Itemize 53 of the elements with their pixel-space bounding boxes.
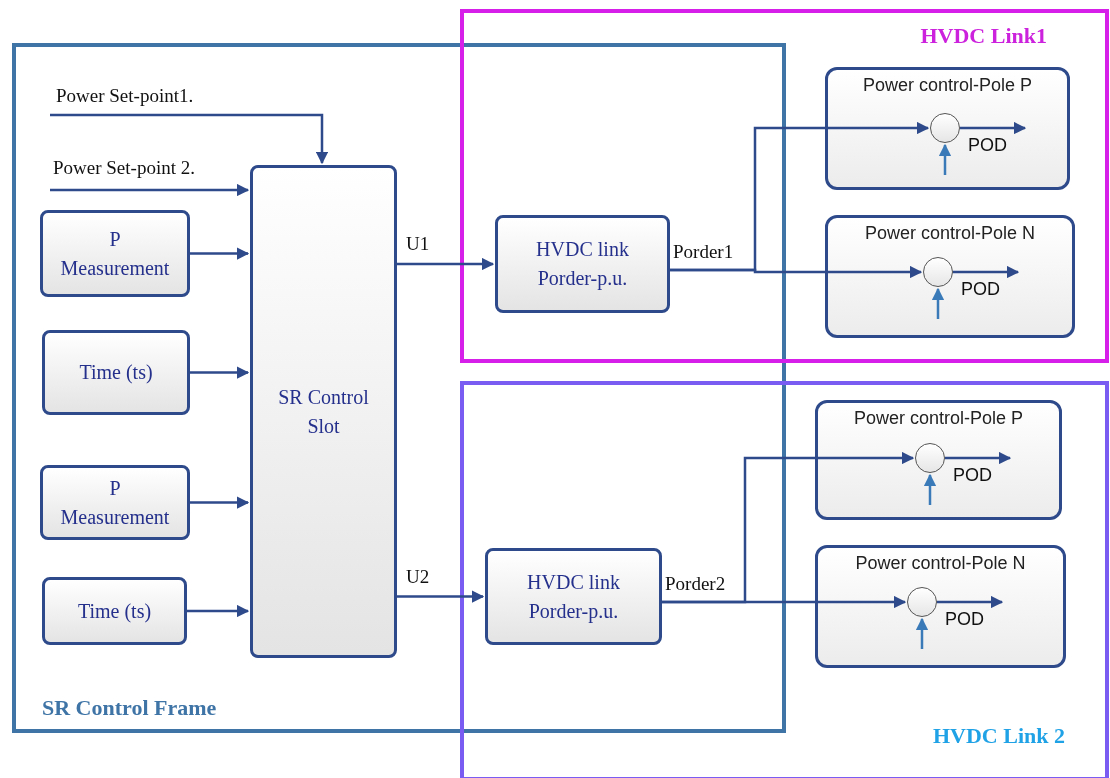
arrow bbox=[50, 113, 329, 165]
circle-junction bbox=[930, 113, 960, 143]
arrow bbox=[931, 287, 945, 319]
control-block bbox=[815, 545, 1066, 668]
arrow bbox=[397, 590, 485, 603]
block-title: Power control-Pole P bbox=[852, 407, 1025, 430]
arrow bbox=[923, 473, 937, 505]
control-block bbox=[825, 67, 1070, 190]
box-label: SR Control Slot bbox=[277, 384, 370, 439]
edge-label: POD bbox=[953, 464, 992, 487]
arrow bbox=[190, 366, 250, 379]
edge-label: POD bbox=[968, 134, 1007, 157]
arrow bbox=[960, 121, 1027, 135]
process-box bbox=[485, 548, 662, 645]
frame-title: HVDC Link1 bbox=[920, 25, 1047, 47]
box-label: P Measurement bbox=[59, 226, 171, 281]
process-box bbox=[42, 330, 190, 415]
arrow bbox=[915, 617, 929, 649]
arrow bbox=[662, 595, 907, 609]
circle-junction bbox=[915, 443, 945, 473]
box-label: HVDC link Porder-p.u. bbox=[526, 569, 621, 625]
frame-title: SR Control Frame bbox=[42, 697, 217, 719]
block-title: Power control-Pole N bbox=[863, 222, 1037, 245]
circle-junction bbox=[907, 587, 937, 617]
arrow bbox=[953, 265, 1020, 279]
arrow bbox=[397, 257, 495, 271]
edge-label: POD bbox=[961, 278, 1000, 301]
box-label: P Measurement bbox=[59, 475, 171, 530]
block-title: Power control-Pole P bbox=[861, 74, 1034, 97]
box-label: Time (ts) bbox=[77, 598, 152, 625]
process-box bbox=[495, 215, 670, 313]
arrow bbox=[190, 496, 250, 509]
process-box bbox=[250, 165, 397, 658]
box-label: Time (ts) bbox=[79, 360, 153, 386]
frame-title: HVDC Link 2 bbox=[932, 725, 1065, 747]
arrow bbox=[190, 247, 250, 260]
arrow bbox=[945, 451, 1012, 465]
process-box bbox=[40, 210, 190, 297]
arrow bbox=[937, 595, 1004, 609]
arrow bbox=[938, 143, 952, 175]
box-label: HVDC link Porder-p.u. bbox=[535, 237, 630, 292]
frame bbox=[12, 43, 786, 733]
arrow bbox=[50, 183, 250, 197]
process-box bbox=[40, 465, 190, 540]
edge-label: POD bbox=[945, 608, 984, 631]
process-box bbox=[42, 577, 187, 645]
arrow bbox=[670, 265, 923, 279]
circle-junction bbox=[923, 257, 953, 287]
block-title: Power control-Pole N bbox=[854, 552, 1027, 575]
arrow bbox=[187, 604, 250, 618]
control-block bbox=[825, 215, 1075, 338]
frame bbox=[460, 9, 1109, 363]
control-block bbox=[815, 400, 1062, 520]
